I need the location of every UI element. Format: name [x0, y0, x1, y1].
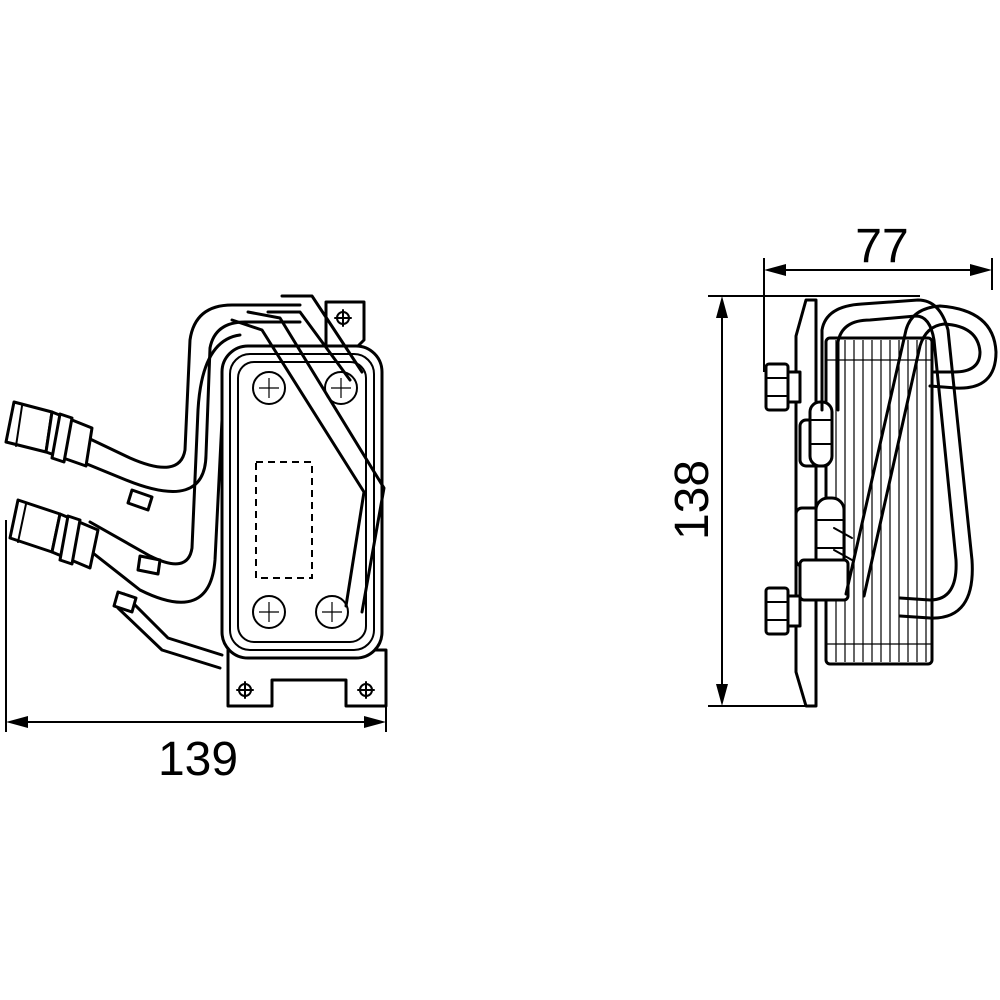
- front-hose-connections: [80, 303, 302, 670]
- dimension-width-front-label: 139: [158, 733, 238, 786]
- dimension-height-side: 138: [666, 295, 920, 707]
- side-bolt-lower: [764, 586, 802, 636]
- front-quick-connector-lower: [8, 498, 100, 570]
- front-view: 139: [4, 294, 388, 786]
- dimension-depth-side: 77: [763, 220, 993, 372]
- side-loop-pipes: [820, 298, 998, 620]
- side-view: 77 138: [666, 220, 998, 708]
- side-mounting-plate: [794, 298, 818, 708]
- side-bolt-upper: [764, 362, 802, 412]
- side-fitting-lower: [794, 496, 850, 602]
- dimension-depth-side-label: 77: [855, 220, 908, 273]
- front-quick-connector-upper: [4, 400, 94, 468]
- front-bottom-bracket: [226, 648, 388, 708]
- dimension-width-front: 139: [5, 520, 387, 786]
- dimension-height-side-label: 138: [666, 460, 719, 540]
- front-cooler-body: [220, 344, 384, 660]
- front-zigzag-pipe: [230, 294, 386, 614]
